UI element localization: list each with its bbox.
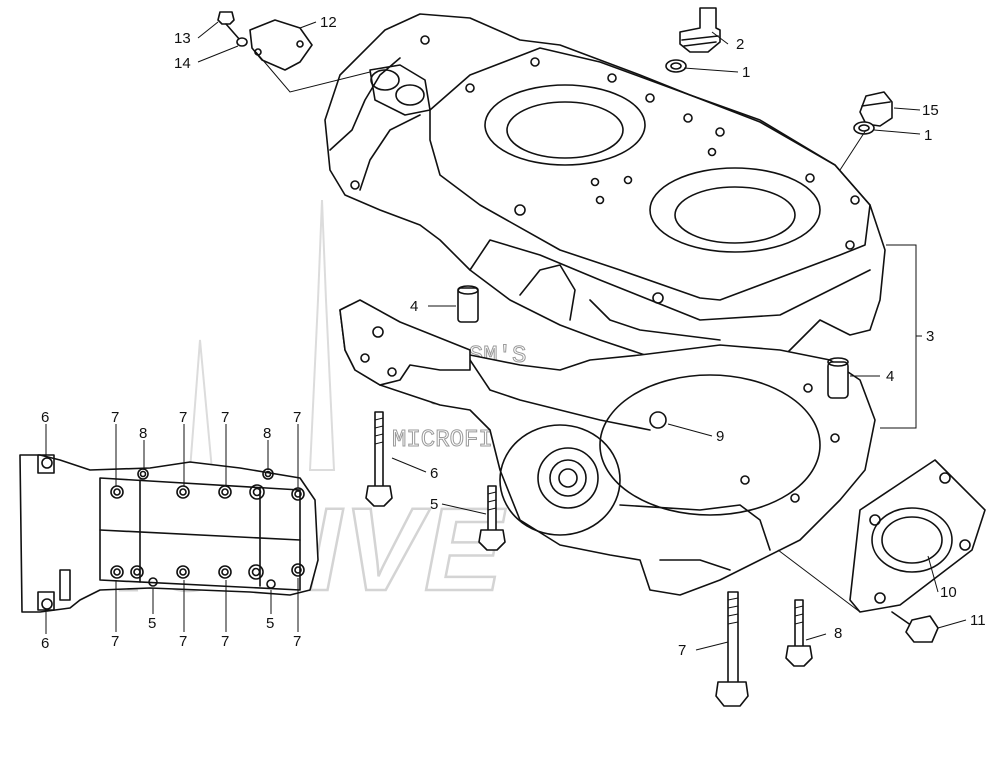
callout-7-inset-2: 7 (179, 409, 187, 426)
washer-part-14 (236, 37, 248, 47)
callout-14: 14 (174, 55, 191, 72)
leader-lines (45, 21, 967, 651)
bolt-part-7-lower (715, 591, 749, 707)
lower-crankcase (339, 299, 876, 596)
callout-6-bolt: 6 (430, 465, 438, 482)
callout-4-right: 4 (886, 368, 894, 385)
plug-part-15 (859, 91, 893, 127)
cover-part-12 (249, 19, 313, 71)
callout-labels: 2 1 15 1 3 12 13 14 4 4 9 6 5 10 11 8 7 … (41, 14, 986, 659)
screw-part-13 (217, 11, 241, 41)
bolt-part-8-lower (785, 599, 813, 667)
callout-15: 15 (922, 102, 939, 119)
callout-7-inset-5: 7 (111, 633, 119, 650)
bolt-part-6 (365, 411, 393, 507)
callout-9: 9 (716, 428, 724, 445)
dowel-pin-left (457, 285, 479, 323)
callout-13: 13 (174, 30, 191, 47)
fitting-part-2 (679, 7, 721, 53)
callout-2: 2 (736, 36, 744, 53)
callout-5-inset-2: 5 (266, 615, 274, 632)
callout-7-inset-8: 7 (293, 633, 301, 650)
washer-part-1-right (853, 121, 875, 135)
callout-4-left: 4 (410, 298, 418, 315)
callout-1-right: 1 (924, 127, 932, 144)
upper-case-bolt-holes (350, 35, 860, 304)
callout-5-bolt: 5 (430, 496, 438, 513)
callout-10: 10 (940, 584, 957, 601)
callout-7-inset-4: 7 (293, 409, 301, 426)
callout-8-inset-2: 8 (263, 425, 271, 442)
callout-7-inset-6: 7 (179, 633, 187, 650)
callout-6-inset-top: 6 (41, 409, 49, 426)
upper-crankcase (324, 13, 886, 373)
callout-1-top: 1 (742, 64, 750, 81)
inset-bolt-holes (41, 457, 305, 610)
washer-part-1-top (665, 59, 687, 73)
callout-7-inset-7: 7 (221, 633, 229, 650)
bolt-part-11 (891, 611, 939, 643)
callout-8-bolt: 8 (834, 625, 842, 642)
callout-7-inset-1: 7 (111, 409, 119, 426)
callout-8-inset-1: 8 (139, 425, 147, 442)
bolt-part-5 (478, 485, 506, 551)
callout-3: 3 (926, 328, 934, 345)
callout-7-bolt: 7 (678, 642, 686, 659)
callout-5-inset-1: 5 (148, 615, 156, 632)
callout-12: 12 (320, 14, 337, 31)
callout-11: 11 (970, 612, 986, 629)
callout-6-inset-bottom: 6 (41, 635, 49, 652)
gasket-part-10 (849, 459, 986, 613)
dowel-pin-right (827, 361, 849, 399)
crankcase-bottom-view-inset (19, 454, 319, 613)
callout-7-inset-3: 7 (221, 409, 229, 426)
